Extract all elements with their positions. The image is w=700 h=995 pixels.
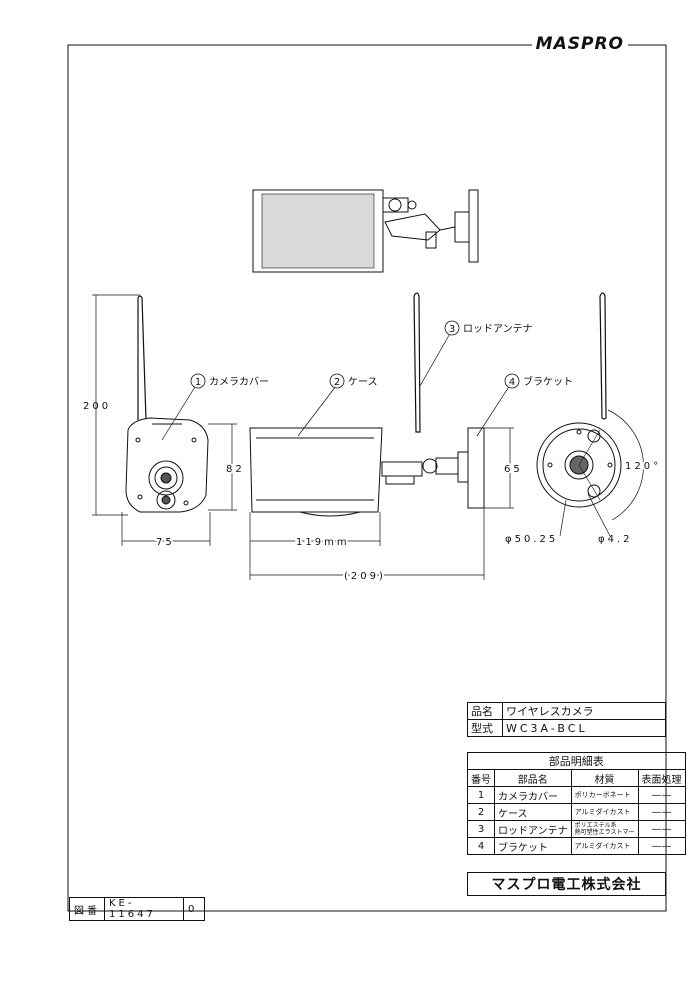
- parts-table-title: 部品明細表: [467, 752, 686, 770]
- dim-angle: 120°: [625, 461, 661, 472]
- drawing-no-label: 図番: [69, 897, 105, 921]
- dim-bracket-height: 65: [504, 464, 523, 475]
- row-finish: ——: [637, 803, 686, 821]
- callout-3-no: 3: [449, 324, 455, 335]
- row-no: 2: [467, 803, 495, 821]
- table-row: 4 ブラケット アルミダイカスト ——: [467, 837, 686, 855]
- callout-4-no: 4: [509, 377, 515, 388]
- header-material: 材質: [570, 769, 639, 787]
- row-material: ポリカーボネート: [570, 786, 639, 804]
- leader-lines: [161, 329, 513, 441]
- callout-1-label: カメラカバー: [209, 376, 269, 388]
- row-material: アルミダイカスト: [570, 803, 639, 821]
- row-material-line1: ポリエステル系: [574, 822, 617, 829]
- header-name: 部品名: [494, 769, 572, 787]
- callout-2-no: 2: [334, 377, 340, 388]
- side-view: [249, 292, 485, 517]
- callout-3-label: ロッドアンテナ: [463, 323, 533, 335]
- row-finish: ——: [637, 820, 686, 838]
- name-label: 品名: [467, 702, 503, 720]
- drawing-number-block: 図番 KE-11647 0: [69, 897, 205, 921]
- row-name: ブラケット: [494, 837, 572, 855]
- row-no: 3: [467, 820, 495, 838]
- row-material: ポリエステル系 熱可塑性エラストマー: [570, 820, 639, 838]
- row-finish: ——: [637, 786, 686, 804]
- row-no: 4: [467, 837, 495, 855]
- header-no: 番号: [467, 769, 495, 787]
- callout-2-label: ケース: [348, 376, 378, 388]
- table-row: 2 ケース アルミダイカスト ——: [467, 803, 686, 821]
- dim-phi-small: φ4.2: [598, 534, 633, 545]
- drawing-no-value: KE-11647: [104, 897, 184, 921]
- row-finish: ——: [637, 837, 686, 855]
- table-row: 1 カメラカバー ポリカーボネート ——: [467, 786, 686, 804]
- front-dimensions: [92, 294, 237, 546]
- callout-1-no: 1: [195, 377, 201, 388]
- top-view: [252, 189, 479, 273]
- model-value: WC3A-BCL: [502, 719, 666, 737]
- table-row: 3 ロッドアンテナ ポリエステル系 熱可塑性エラストマー ——: [467, 820, 686, 838]
- callout-4-label: ブラケット: [523, 375, 573, 388]
- side-dimensions: [249, 427, 514, 580]
- dim-front-height: 82: [226, 464, 245, 475]
- company-name: マスプロ電工株式会社: [467, 872, 666, 896]
- model-label: 型式: [467, 719, 503, 737]
- row-name: カメラカバー: [494, 786, 572, 804]
- header-finish: 表面処理: [637, 769, 686, 787]
- dim-phi-large: φ50.25: [505, 534, 558, 545]
- dim-height: 200: [83, 401, 111, 412]
- sheet-border: [67, 44, 667, 912]
- dim-case-length: 119mm: [296, 537, 350, 548]
- parts-table: 部品明細表 番号 部品名 材質 表面処理 1 カメラカバー ポリカーボネート —…: [467, 752, 686, 855]
- title-block: 品名 ワイヤレスカメラ 型式 WC3A-BCL: [467, 702, 666, 737]
- row-name: ロッドアンテナ: [494, 820, 572, 838]
- dim-front-width: 75: [156, 537, 175, 548]
- row-name: ケース: [494, 803, 572, 821]
- maspro-logo: MASPRO: [531, 34, 628, 54]
- front-view: [125, 295, 209, 513]
- drawing-rev: 0: [183, 897, 205, 921]
- row-material-line2: 熱可塑性エラストマー: [574, 829, 635, 836]
- rear-view: [536, 292, 644, 537]
- row-no: 1: [467, 786, 495, 804]
- dim-total-length: (209): [344, 571, 386, 582]
- name-value: ワイヤレスカメラ: [502, 702, 666, 720]
- row-material: アルミダイカスト: [570, 837, 639, 855]
- callout-circles: [190, 320, 520, 389]
